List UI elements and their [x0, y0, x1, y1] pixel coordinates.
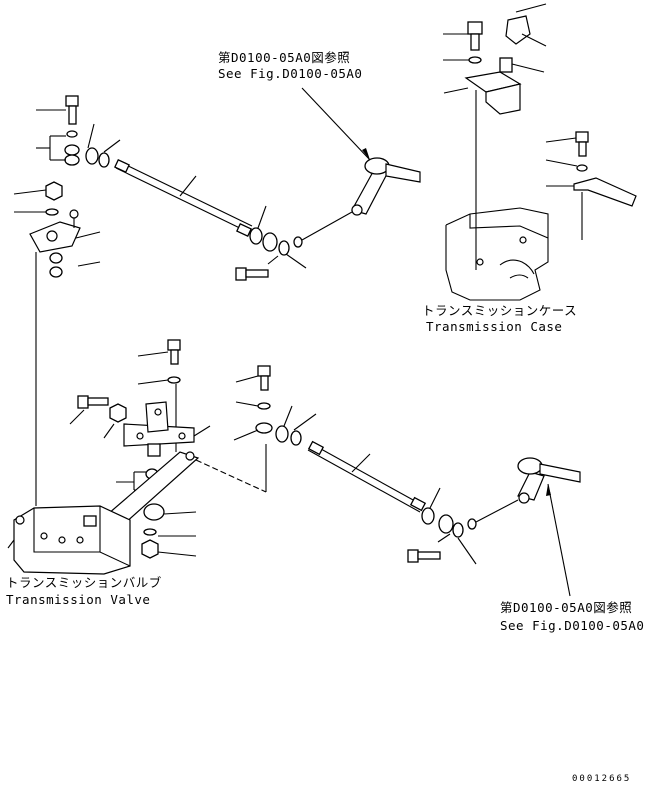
upper-washer — [66, 130, 78, 138]
case-label-jp: トランスミッションケース — [422, 303, 577, 318]
case-side-bolt — [545, 131, 589, 157]
upper-left-bushings — [49, 252, 101, 278]
transmission-case — [445, 207, 549, 301]
case-upper-bolt — [443, 21, 483, 51]
upper-pin-bolt — [235, 255, 279, 281]
mid-washer — [167, 376, 181, 384]
mid-lower-nut — [141, 539, 197, 559]
drawing-number: 00012665 — [572, 774, 631, 784]
upper-bolt — [36, 95, 79, 125]
ref-top-jp: 第D0100-05A0図参照 — [218, 50, 350, 65]
lower-pin-bolt — [407, 533, 451, 563]
left-rod-end — [85, 123, 121, 168]
mid-link-dashed — [195, 459, 267, 493]
rod2-washer — [257, 402, 271, 410]
upper-bracket-group — [36, 135, 80, 166]
upper-rod — [114, 158, 253, 238]
ref-bottom-jp: 第D0100-05A0図参照 — [500, 600, 632, 615]
upper-left-washer — [45, 208, 59, 216]
upper-pin-washer — [293, 236, 303, 248]
lower-arm-lever — [475, 457, 581, 597]
mid-side-bolt — [69, 395, 109, 425]
valve-label-jp: トランスミッションバルブ — [6, 575, 162, 590]
case-upper-pin — [499, 57, 545, 73]
lower-rod-nut — [421, 487, 441, 525]
ref-bottom-en: See Fig.D0100-05A0 — [500, 618, 644, 633]
ref-top-en: See Fig.D0100-05A0 — [218, 66, 362, 81]
case-side-washer — [576, 164, 588, 172]
valve-rod-end-upper — [29, 209, 101, 253]
upper-left-nut — [13, 181, 63, 201]
rod2-left-end — [233, 405, 317, 446]
lower-pin-washer — [467, 518, 477, 530]
mid-side-nut — [103, 403, 127, 439]
transmission-valve — [7, 505, 131, 575]
upper-clevis — [262, 232, 307, 269]
rod2-bolt — [235, 365, 271, 391]
lower-rod — [307, 440, 427, 513]
mid-bolt — [137, 339, 181, 365]
case-bracket-top — [443, 71, 522, 115]
case-side-bracket — [546, 177, 637, 207]
mid-lever — [106, 451, 200, 525]
upper-arm-lever — [301, 87, 421, 241]
valve-label-en: Transmission Valve — [6, 592, 150, 607]
mid-lower-washer — [143, 528, 157, 536]
case-upper-lever — [505, 3, 547, 47]
mid-bracket — [123, 401, 211, 457]
lower-clevis — [438, 514, 477, 565]
case-upper-washer — [468, 56, 482, 64]
case-label-en: Transmission Case — [426, 319, 562, 334]
upper-rod-nut — [249, 205, 267, 245]
